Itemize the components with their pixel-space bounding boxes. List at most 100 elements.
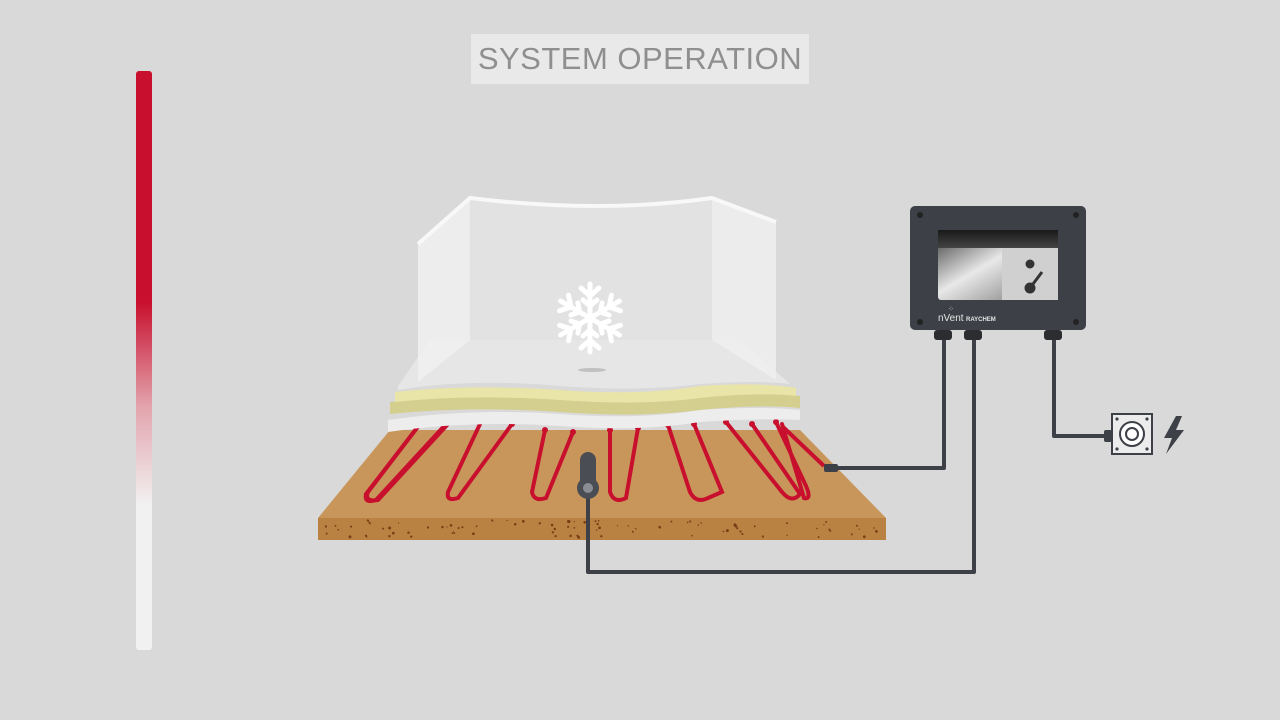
- subfloor-speck: [452, 531, 455, 533]
- subfloor-speck: [391, 531, 395, 535]
- subfloor-speck: [388, 535, 391, 538]
- subfloor-speck: [475, 525, 478, 528]
- subfloor-speck: [573, 527, 576, 529]
- subfloor-speck: [627, 525, 630, 527]
- subfloor-speck: [349, 525, 353, 528]
- subfloor-speck: [325, 532, 328, 535]
- subfloor-speck: [367, 520, 370, 522]
- subfloor-speck: [631, 530, 634, 533]
- subfloor-speck: [855, 524, 858, 527]
- subfloor-speck: [449, 523, 453, 527]
- subfloor-speck: [722, 530, 725, 533]
- subfloor-speck: [858, 528, 860, 530]
- cable-connector: [824, 464, 838, 472]
- supply-wire: [1052, 336, 1108, 438]
- subfloor-speck: [690, 534, 693, 537]
- subfloor-speck: [407, 531, 410, 534]
- subfloor-speck: [875, 531, 878, 533]
- subfloor-speck: [816, 527, 818, 530]
- subfloor-speck: [598, 526, 601, 530]
- subfloor-speck: [873, 527, 875, 529]
- sensor-wire: [586, 336, 976, 574]
- subfloor-speck: [348, 535, 352, 539]
- subfloor-speck: [538, 522, 541, 525]
- subfloor-speck: [817, 536, 820, 539]
- subfloor-speck: [461, 526, 464, 529]
- subfloor-speck: [595, 529, 598, 531]
- subfloor-speck: [753, 525, 756, 528]
- subfloor-speck: [670, 520, 673, 523]
- floor-layers: [388, 340, 800, 432]
- power-outlet-icon: [1104, 413, 1153, 455]
- switch-icon: [1024, 259, 1044, 294]
- subfloor-speck: [596, 522, 599, 526]
- subfloor-speck: [734, 524, 738, 528]
- wiring: [586, 336, 1108, 574]
- lightning-bolt-icon: [1164, 416, 1184, 454]
- brand-logo: nVent RAYCHEM ⁘: [938, 306, 996, 324]
- subfloor-speck: [472, 532, 475, 536]
- subfloor-speck: [850, 533, 853, 536]
- subfloor-speck: [369, 523, 371, 525]
- page-title: SYSTEM OPERATION: [477, 41, 803, 76]
- subfloor-speck: [829, 529, 832, 532]
- svg-text:nVent: nVent: [938, 313, 964, 324]
- subfloor-speck: [567, 519, 570, 523]
- subfloor-speck: [553, 527, 557, 531]
- subfloor-speck: [597, 520, 600, 522]
- title-banner: SYSTEM OPERATION: [471, 34, 809, 84]
- temperature-gauge: [136, 71, 152, 650]
- subfloor-speck: [513, 522, 517, 526]
- subfloor-speck: [583, 520, 587, 524]
- subfloor-speck: [569, 534, 572, 538]
- subfloor-speck: [823, 524, 825, 526]
- subfloor-speck: [397, 522, 400, 524]
- subfloor-speck: [689, 520, 692, 523]
- cable-power-lead: [826, 336, 946, 470]
- subfloor-speck: [365, 535, 368, 538]
- subfloor-speck: [567, 525, 570, 528]
- subfloor-speck: [825, 520, 828, 523]
- subfloor-speck: [334, 524, 337, 527]
- subfloor-speck: [862, 535, 866, 539]
- subfloor-speck: [594, 520, 597, 523]
- subfloor-speck: [521, 520, 525, 523]
- subfloor-speck: [550, 523, 554, 527]
- subfloor-speck: [600, 535, 603, 538]
- subfloor-speck: [453, 532, 456, 535]
- subfloor-speck: [337, 528, 340, 531]
- subfloor-speck: [441, 525, 444, 529]
- subfloor-speck: [573, 520, 575, 523]
- svg-text:⁘: ⁘: [948, 306, 954, 313]
- subfloor-speck: [741, 533, 744, 536]
- subfloor-speck: [551, 531, 555, 534]
- subfloor-speck: [700, 522, 702, 524]
- subfloor-speck: [658, 525, 661, 529]
- snowflake-icon: [556, 281, 624, 352]
- subfloor-speck: [410, 535, 413, 538]
- subfloor-speck: [725, 529, 729, 533]
- subfloor-speck: [577, 536, 581, 539]
- subfloor-speck: [697, 524, 699, 526]
- subfloor-speck: [426, 526, 429, 529]
- subfloor-speck: [736, 527, 739, 530]
- subfloor-speck: [324, 525, 328, 528]
- subfloor-speck: [554, 534, 557, 538]
- subfloor-speck: [786, 534, 788, 536]
- subfloor-speck: [382, 527, 385, 530]
- subfloor-speck: [686, 521, 689, 524]
- subfloor-speck: [785, 522, 788, 525]
- subfloor-speck: [457, 526, 460, 530]
- subfloor-speck: [451, 532, 454, 535]
- subfloor-speck: [616, 525, 619, 527]
- subfloor-speck: [446, 526, 448, 528]
- subfloor-speck: [761, 535, 764, 538]
- subfloor-speck: [739, 530, 742, 533]
- floor-sensor: [577, 452, 599, 499]
- subfloor-speck: [388, 526, 392, 530]
- thermostat-controller: nVent RAYCHEM ⁘: [910, 206, 1086, 340]
- svg-text:RAYCHEM: RAYCHEM: [966, 317, 996, 323]
- glass-enclosure: [416, 195, 777, 382]
- subfloor-speck: [506, 519, 508, 522]
